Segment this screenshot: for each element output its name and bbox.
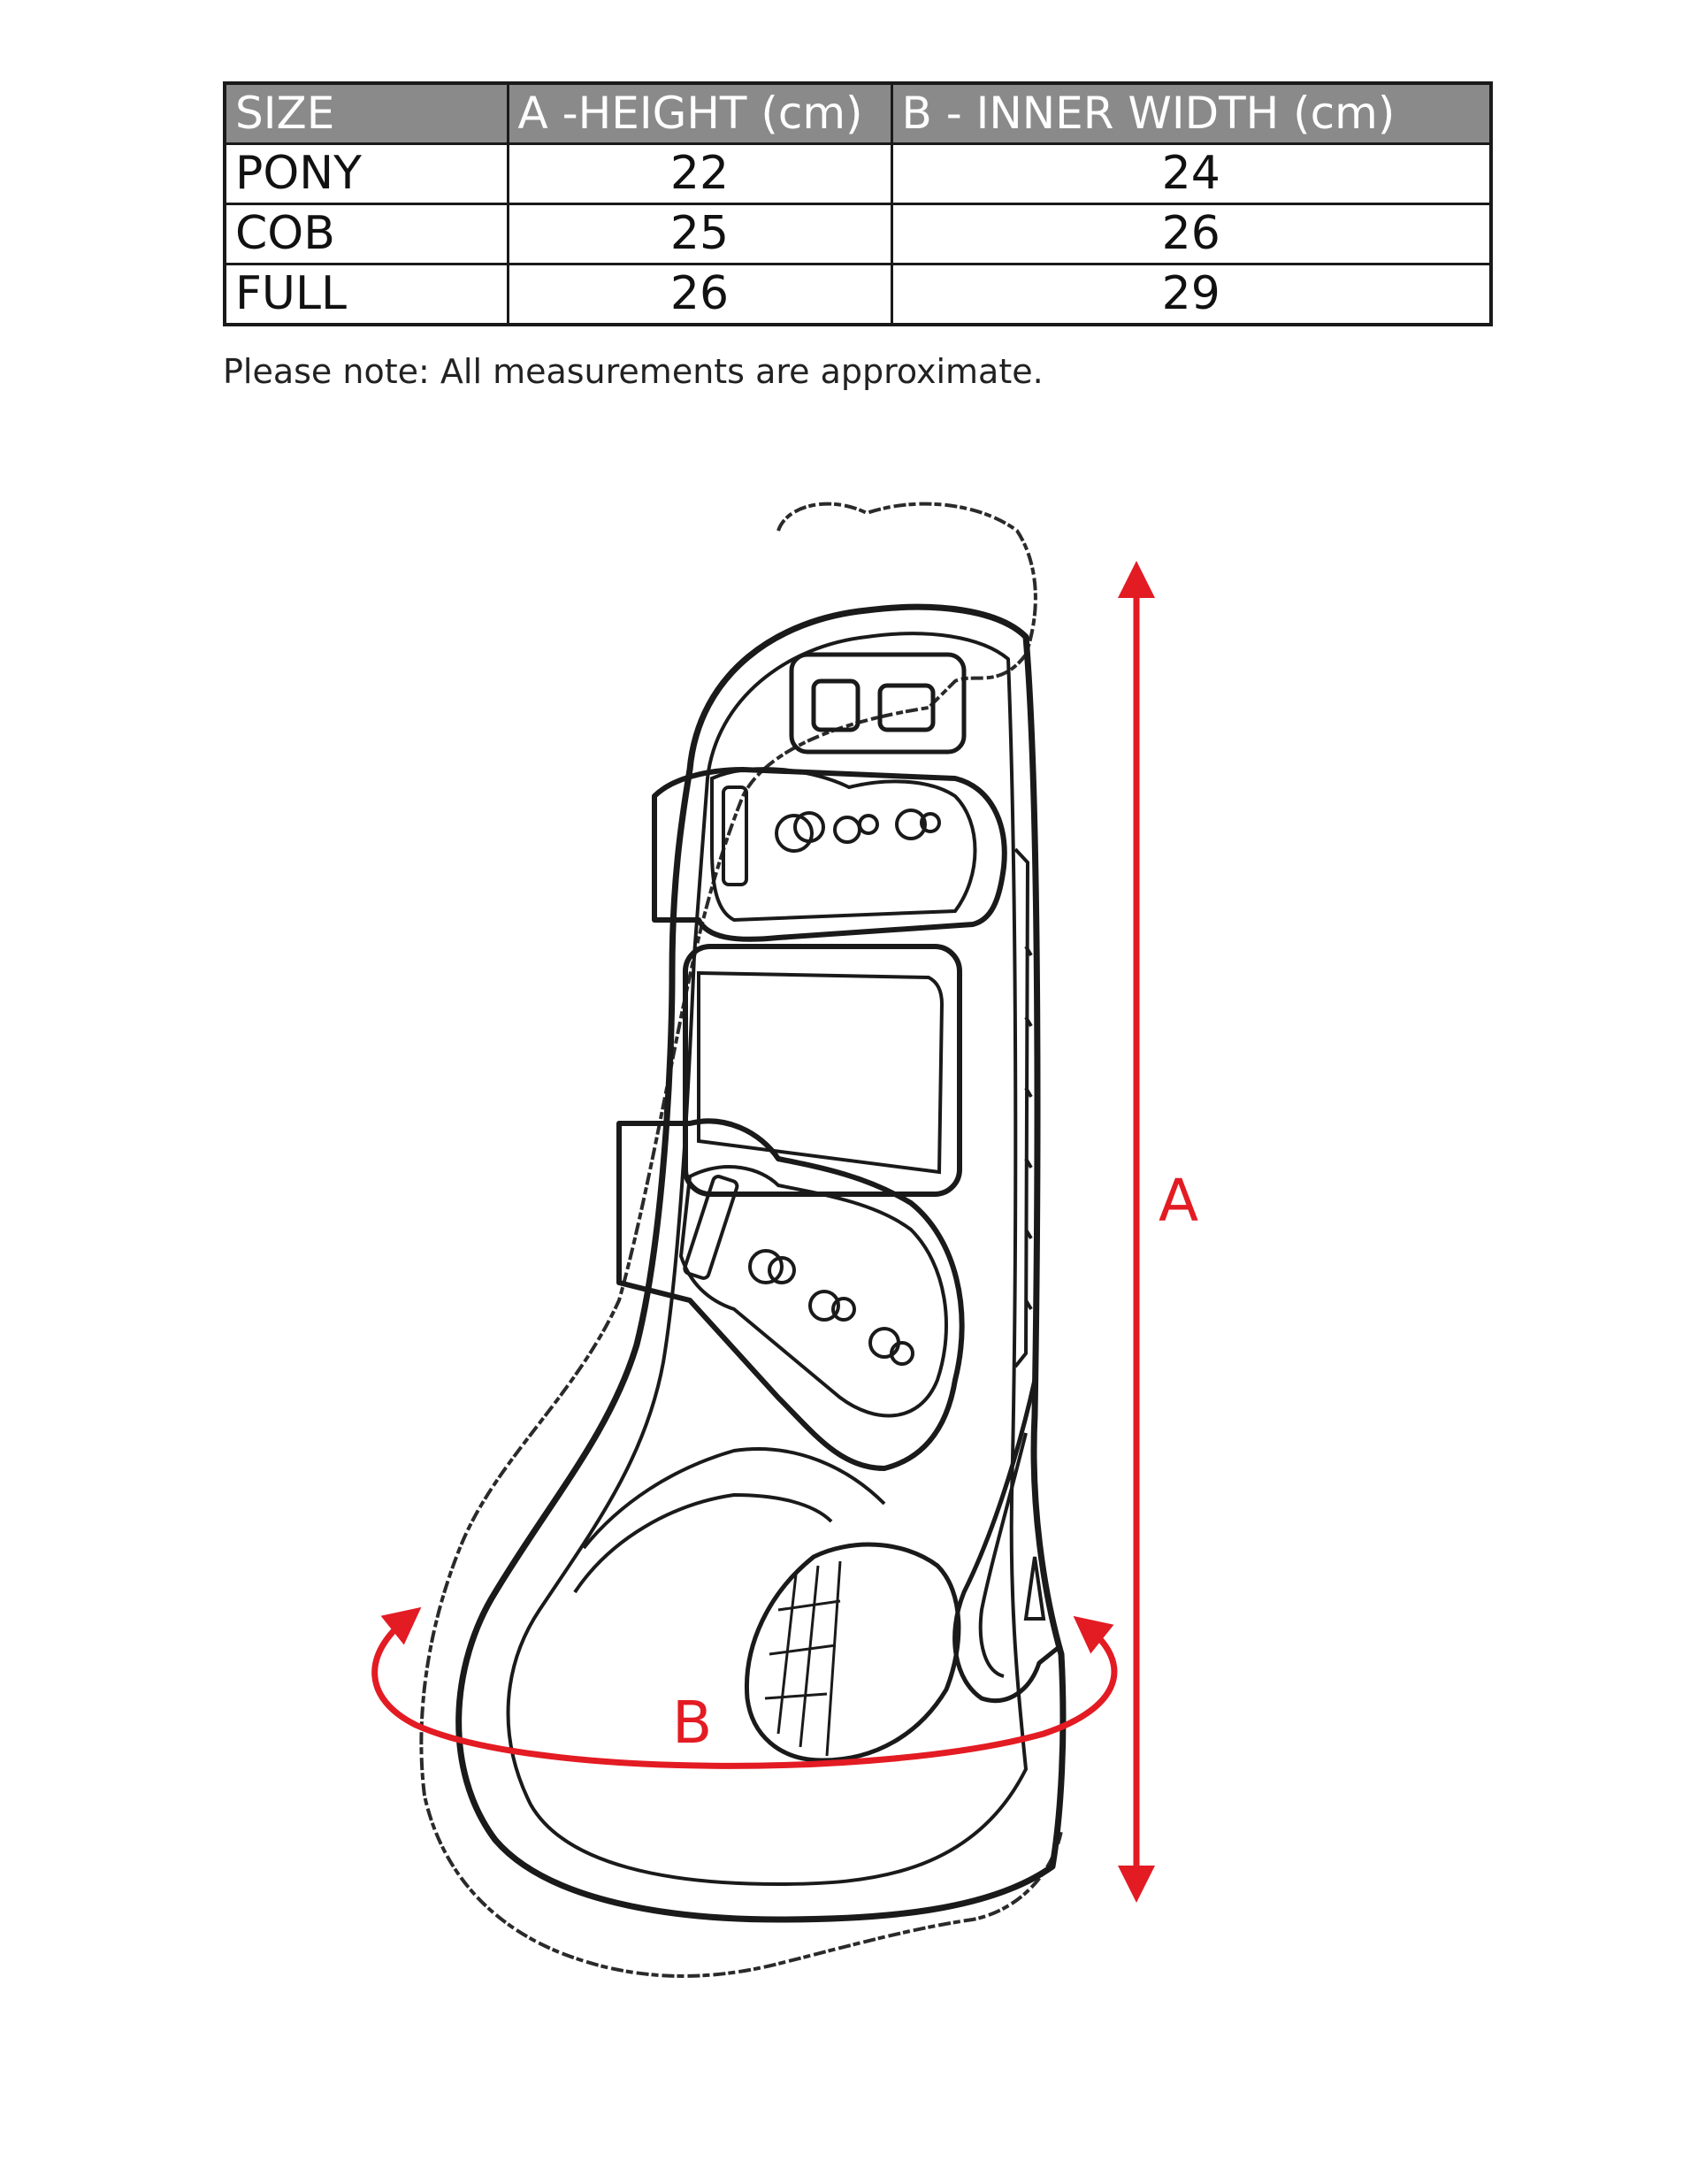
strap-slot-icon bbox=[683, 1175, 739, 1280]
header-inner-width: B - INNER WIDTH (cm) bbox=[890, 81, 1493, 145]
fetlock-pad-inner bbox=[978, 1432, 1028, 1678]
upper-strap bbox=[652, 767, 1007, 942]
heel-vent-grid bbox=[764, 1560, 842, 1757]
table-row: PONY 22 24 bbox=[223, 142, 1493, 205]
buckle-slot-icon bbox=[811, 678, 860, 732]
lower-shell-curve bbox=[573, 1447, 886, 1594]
rivet-icon bbox=[858, 814, 879, 835]
table-row: COB 25 26 bbox=[223, 203, 1493, 265]
lower-strap bbox=[616, 1118, 965, 1471]
width-cell: 26 bbox=[890, 203, 1493, 265]
rivet-icon bbox=[808, 1290, 840, 1322]
height-cell: 26 bbox=[506, 263, 893, 326]
size-cell: PONY bbox=[223, 142, 509, 205]
height-cell: 25 bbox=[506, 203, 893, 265]
width-cell: 24 bbox=[890, 142, 1493, 205]
measurement-note: Please note: All measurements are approx… bbox=[223, 352, 1044, 391]
edge-ridge bbox=[1024, 945, 1033, 1311]
rivet-icon bbox=[833, 816, 861, 844]
size-chart-table: SIZE A -HEIGHT (cm) B - INNER WIDTH (cm)… bbox=[223, 81, 1493, 326]
width-cell: 29 bbox=[890, 263, 1493, 326]
buckle-slot-icon bbox=[877, 683, 936, 732]
height-dimension-label: A bbox=[1159, 1167, 1198, 1235]
rivet-icon bbox=[748, 1249, 784, 1284]
rivet-icon bbox=[920, 812, 941, 833]
heel-vent-area bbox=[744, 1542, 961, 1763]
lower-strap-tab bbox=[678, 1165, 948, 1418]
rivet-icon bbox=[793, 811, 825, 843]
edge-ridge bbox=[1013, 847, 1030, 1368]
boot-shell-outline bbox=[455, 603, 1067, 1923]
rivet-icon bbox=[890, 1341, 914, 1366]
rivet-icon bbox=[895, 808, 927, 840]
size-cell: COB bbox=[223, 203, 509, 265]
width-dimension-label: B bbox=[672, 1689, 712, 1757]
width-dimension-arrow bbox=[371, 1606, 1118, 1769]
boot-inner-shell bbox=[506, 632, 1028, 1886]
top-buckle-plate bbox=[789, 652, 967, 755]
rivet-icon bbox=[868, 1327, 900, 1359]
header-size: SIZE bbox=[223, 81, 509, 145]
strap-slot-icon bbox=[722, 785, 748, 886]
height-cell: 22 bbox=[506, 142, 893, 205]
size-cell: FULL bbox=[223, 263, 509, 326]
table-row: FULL 26 29 bbox=[223, 263, 1493, 326]
fetlock-pad bbox=[952, 1379, 1063, 1704]
center-panel-window bbox=[697, 970, 945, 1175]
header-height: A -HEIGHT (cm) bbox=[506, 81, 893, 145]
rivet-icon bbox=[775, 814, 814, 853]
upper-strap-tab bbox=[710, 767, 977, 923]
table-header-row: SIZE A -HEIGHT (cm) B - INNER WIDTH (cm) bbox=[223, 81, 1493, 145]
rivet-icon bbox=[831, 1297, 856, 1322]
rivet-icon bbox=[768, 1256, 796, 1284]
fleece-lining-outline bbox=[419, 502, 1063, 1978]
